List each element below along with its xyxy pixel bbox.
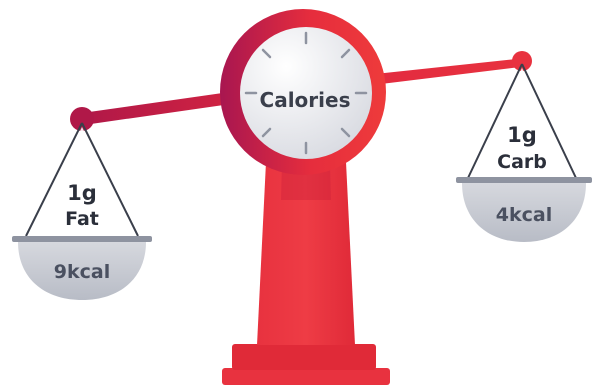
scale-base-bottom: [222, 368, 390, 385]
calorie-dial: Calories: [220, 9, 386, 175]
right-pan-nutrient: Carb: [497, 151, 547, 173]
left-pan-amount: 1g: [67, 181, 97, 205]
left-pan-rim: [12, 236, 152, 242]
scale-base-top: [232, 344, 376, 370]
left-pan-nutrient: Fat: [65, 208, 99, 230]
right-pan-assembly: 1g Carb 4kcal: [456, 64, 592, 242]
left-pan-assembly: 1g Fat 9kcal: [12, 123, 152, 300]
right-pan-rim: [456, 177, 592, 183]
right-pan-amount: 1g: [507, 123, 537, 147]
scale-stand: [222, 162, 390, 385]
right-pan-energy: 4kcal: [496, 204, 552, 226]
left-pan-energy: 9kcal: [54, 261, 110, 283]
dial-label: Calories: [260, 88, 351, 112]
